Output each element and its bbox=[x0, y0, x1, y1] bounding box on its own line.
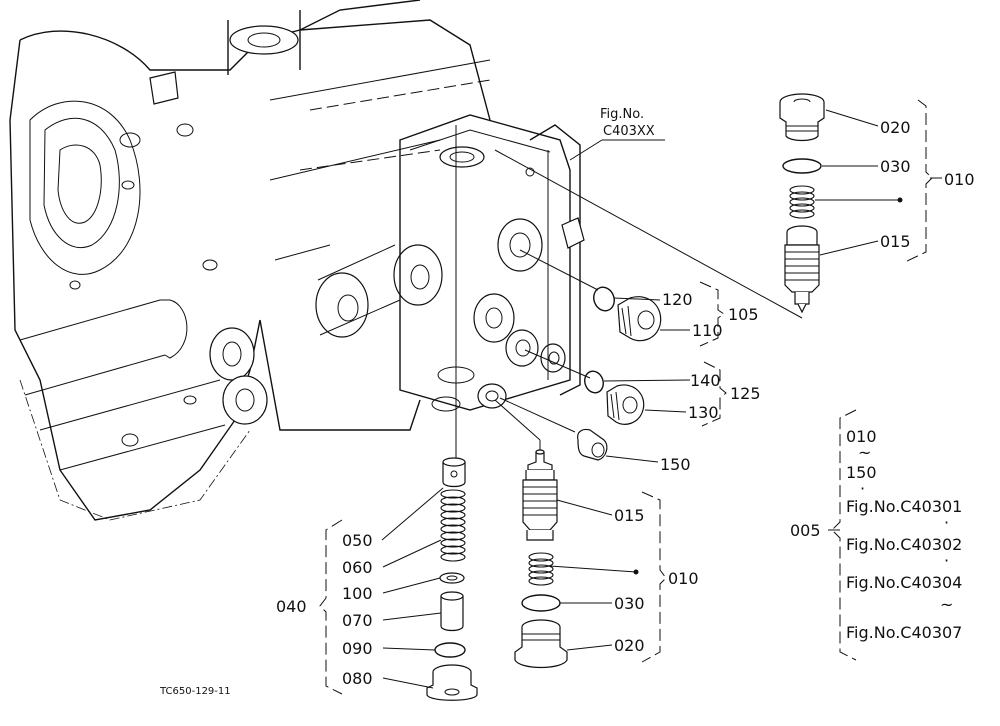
sleeve-070 bbox=[440, 596, 464, 632]
callout-010-top: 010 bbox=[944, 170, 975, 189]
figure-ref-code: C403XX bbox=[603, 124, 655, 139]
callout-030-low: 030 bbox=[614, 594, 645, 613]
spring-low bbox=[528, 552, 554, 586]
callout-090: 090 bbox=[342, 639, 373, 658]
set-legend-bracket bbox=[828, 409, 857, 661]
callout-030-top: 030 bbox=[880, 157, 911, 176]
callout-110: 110 bbox=[692, 321, 723, 340]
callout-130: 130 bbox=[688, 403, 719, 422]
callout-150: 150 bbox=[660, 455, 691, 474]
figure-ref-label: Fig.No. bbox=[600, 107, 644, 122]
set-fig-3: Fig.No.C40304 bbox=[846, 573, 962, 592]
washer-100 bbox=[439, 572, 465, 584]
transmission-housing bbox=[9, 0, 585, 521]
callout-050: 050 bbox=[342, 531, 373, 550]
plug-020-low bbox=[514, 619, 568, 669]
callout-015-low: 015 bbox=[614, 506, 645, 525]
set-number: 005 bbox=[790, 521, 821, 540]
callout-070: 070 bbox=[342, 611, 373, 630]
callout-140: 140 bbox=[690, 371, 721, 390]
relief-valve-assembly-top bbox=[779, 93, 942, 314]
plug-group-105 bbox=[593, 281, 725, 347]
leader-lines bbox=[455, 125, 803, 470]
o-ring-030-top bbox=[782, 158, 822, 174]
set-range-tilde: ~ bbox=[858, 443, 871, 462]
spring-top bbox=[789, 185, 815, 219]
set-fig-tilde: ~ bbox=[940, 595, 953, 614]
assembly-040 bbox=[319, 457, 478, 701]
set-fig-1: Fig.No.C40301 bbox=[846, 497, 962, 516]
o-ring-030-low bbox=[521, 594, 561, 612]
callout-125: 125 bbox=[730, 384, 761, 403]
callout-060: 060 bbox=[342, 558, 373, 577]
set-fig-2: Fig.No.C40302 bbox=[846, 535, 962, 554]
plug-080 bbox=[426, 664, 478, 701]
set-range-end: 150 bbox=[846, 463, 877, 482]
callout-040: 040 bbox=[276, 597, 307, 616]
callout-015-top: 015 bbox=[880, 232, 911, 251]
set-sep-dot-3: · bbox=[944, 551, 949, 570]
callout-100: 100 bbox=[342, 584, 373, 603]
callout-020-low: 020 bbox=[614, 636, 645, 655]
set-sep-dot-1: · bbox=[860, 479, 865, 498]
plug-150 bbox=[577, 428, 659, 463]
valve-015-top bbox=[784, 225, 820, 314]
callout-080: 080 bbox=[342, 669, 373, 688]
o-ring-090 bbox=[434, 642, 466, 658]
set-range-start: 010 bbox=[846, 427, 877, 446]
set-sep-dot-2: · bbox=[944, 513, 949, 532]
plug-group-125 bbox=[584, 361, 727, 427]
set-fig-4: Fig.No.C40307 bbox=[846, 623, 962, 642]
drawing-code: TC650-129-11 bbox=[159, 686, 231, 697]
callout-120: 120 bbox=[662, 290, 693, 309]
callout-010-low: 010 bbox=[668, 569, 699, 588]
callout-105: 105 bbox=[728, 305, 759, 324]
callout-020-top: 020 bbox=[880, 118, 911, 137]
spring-060 bbox=[440, 489, 466, 562]
plug-020-top bbox=[779, 93, 825, 142]
relief-valve-assembly-low bbox=[514, 449, 667, 669]
